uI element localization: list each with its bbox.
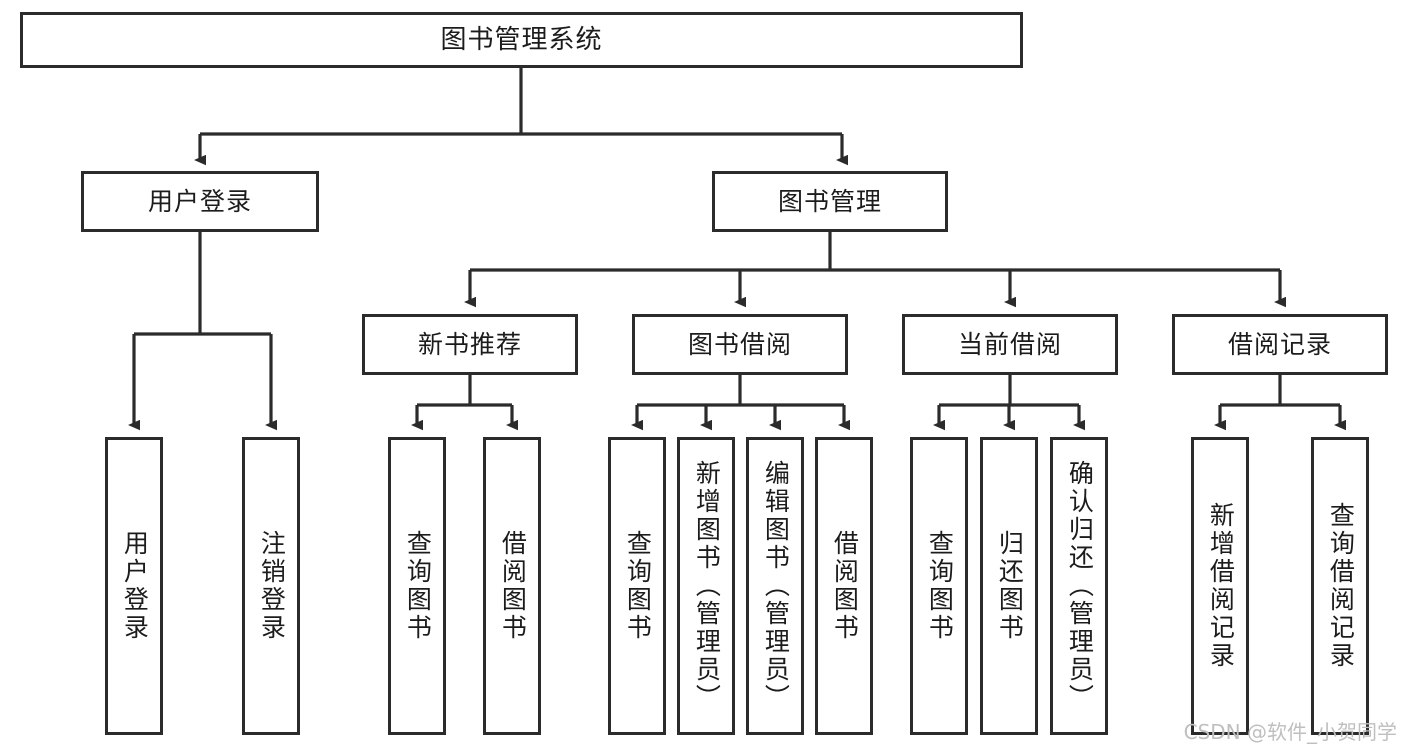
leaf-confirm-return-admin[interactable]: 确认归还（管理员） <box>1050 437 1108 735</box>
node-user-login[interactable]: 用户登录 <box>81 171 319 232</box>
node-book-borrow[interactable]: 图书借阅 <box>632 314 848 375</box>
leaf-borrow-book[interactable]: 借阅图书 <box>815 437 873 735</box>
leaf-user-login[interactable]: 用户登录 <box>105 437 163 735</box>
node-label: 编辑图书（管理员） <box>761 460 791 712</box>
node-label: 用户登录 <box>147 186 252 216</box>
leaf-query-book-borrow[interactable]: 查询图书 <box>608 437 666 735</box>
csdn-watermark: CSDN @软件_小贺同学 <box>1183 720 1397 744</box>
node-label: 查询图书 <box>403 530 433 642</box>
node-label: 借阅图书 <box>498 530 528 642</box>
leaf-edit-book-admin[interactable]: 编辑图书（管理员） <box>746 437 804 735</box>
leaf-borrow-book-recommend[interactable]: 借阅图书 <box>483 437 541 735</box>
node-label: 借阅图书 <box>830 530 860 642</box>
node-label: 图书管理 <box>777 186 882 216</box>
leaf-query-book-recommend[interactable]: 查询图书 <box>388 437 446 735</box>
node-label: 归还图书 <box>995 530 1025 642</box>
node-new-book-recommend[interactable]: 新书推荐 <box>362 314 578 375</box>
node-label: 查询图书 <box>623 530 653 642</box>
node-label: 注销登录 <box>257 530 287 642</box>
node-label: 图书管理系统 <box>440 24 603 55</box>
node-label: 借阅记录 <box>1227 329 1332 359</box>
leaf-query-borrow-record[interactable]: 查询借阅记录 <box>1311 437 1369 735</box>
node-label: 新增借阅记录 <box>1206 502 1236 670</box>
node-label: 图书借阅 <box>687 329 792 359</box>
node-borrow-record[interactable]: 借阅记录 <box>1172 314 1388 375</box>
node-label: 确认归还（管理员） <box>1065 460 1095 712</box>
node-root-system[interactable]: 图书管理系统 <box>20 12 1023 68</box>
leaf-add-borrow-record[interactable]: 新增借阅记录 <box>1191 437 1249 735</box>
node-book-manage[interactable]: 图书管理 <box>712 171 948 232</box>
node-label: 新书推荐 <box>417 329 522 359</box>
leaf-user-logout[interactable]: 注销登录 <box>242 437 300 735</box>
node-label: 新增图书（管理员） <box>692 460 722 712</box>
node-label: 当前借阅 <box>957 329 1062 359</box>
node-label: 用户登录 <box>120 530 150 642</box>
node-current-borrow[interactable]: 当前借阅 <box>902 314 1118 375</box>
leaf-return-book[interactable]: 归还图书 <box>980 437 1038 735</box>
node-label: 查询图书 <box>925 530 955 642</box>
node-label: 查询借阅记录 <box>1326 502 1356 670</box>
leaf-add-book-admin[interactable]: 新增图书（管理员） <box>677 437 735 735</box>
leaf-query-book-current[interactable]: 查询图书 <box>910 437 968 735</box>
